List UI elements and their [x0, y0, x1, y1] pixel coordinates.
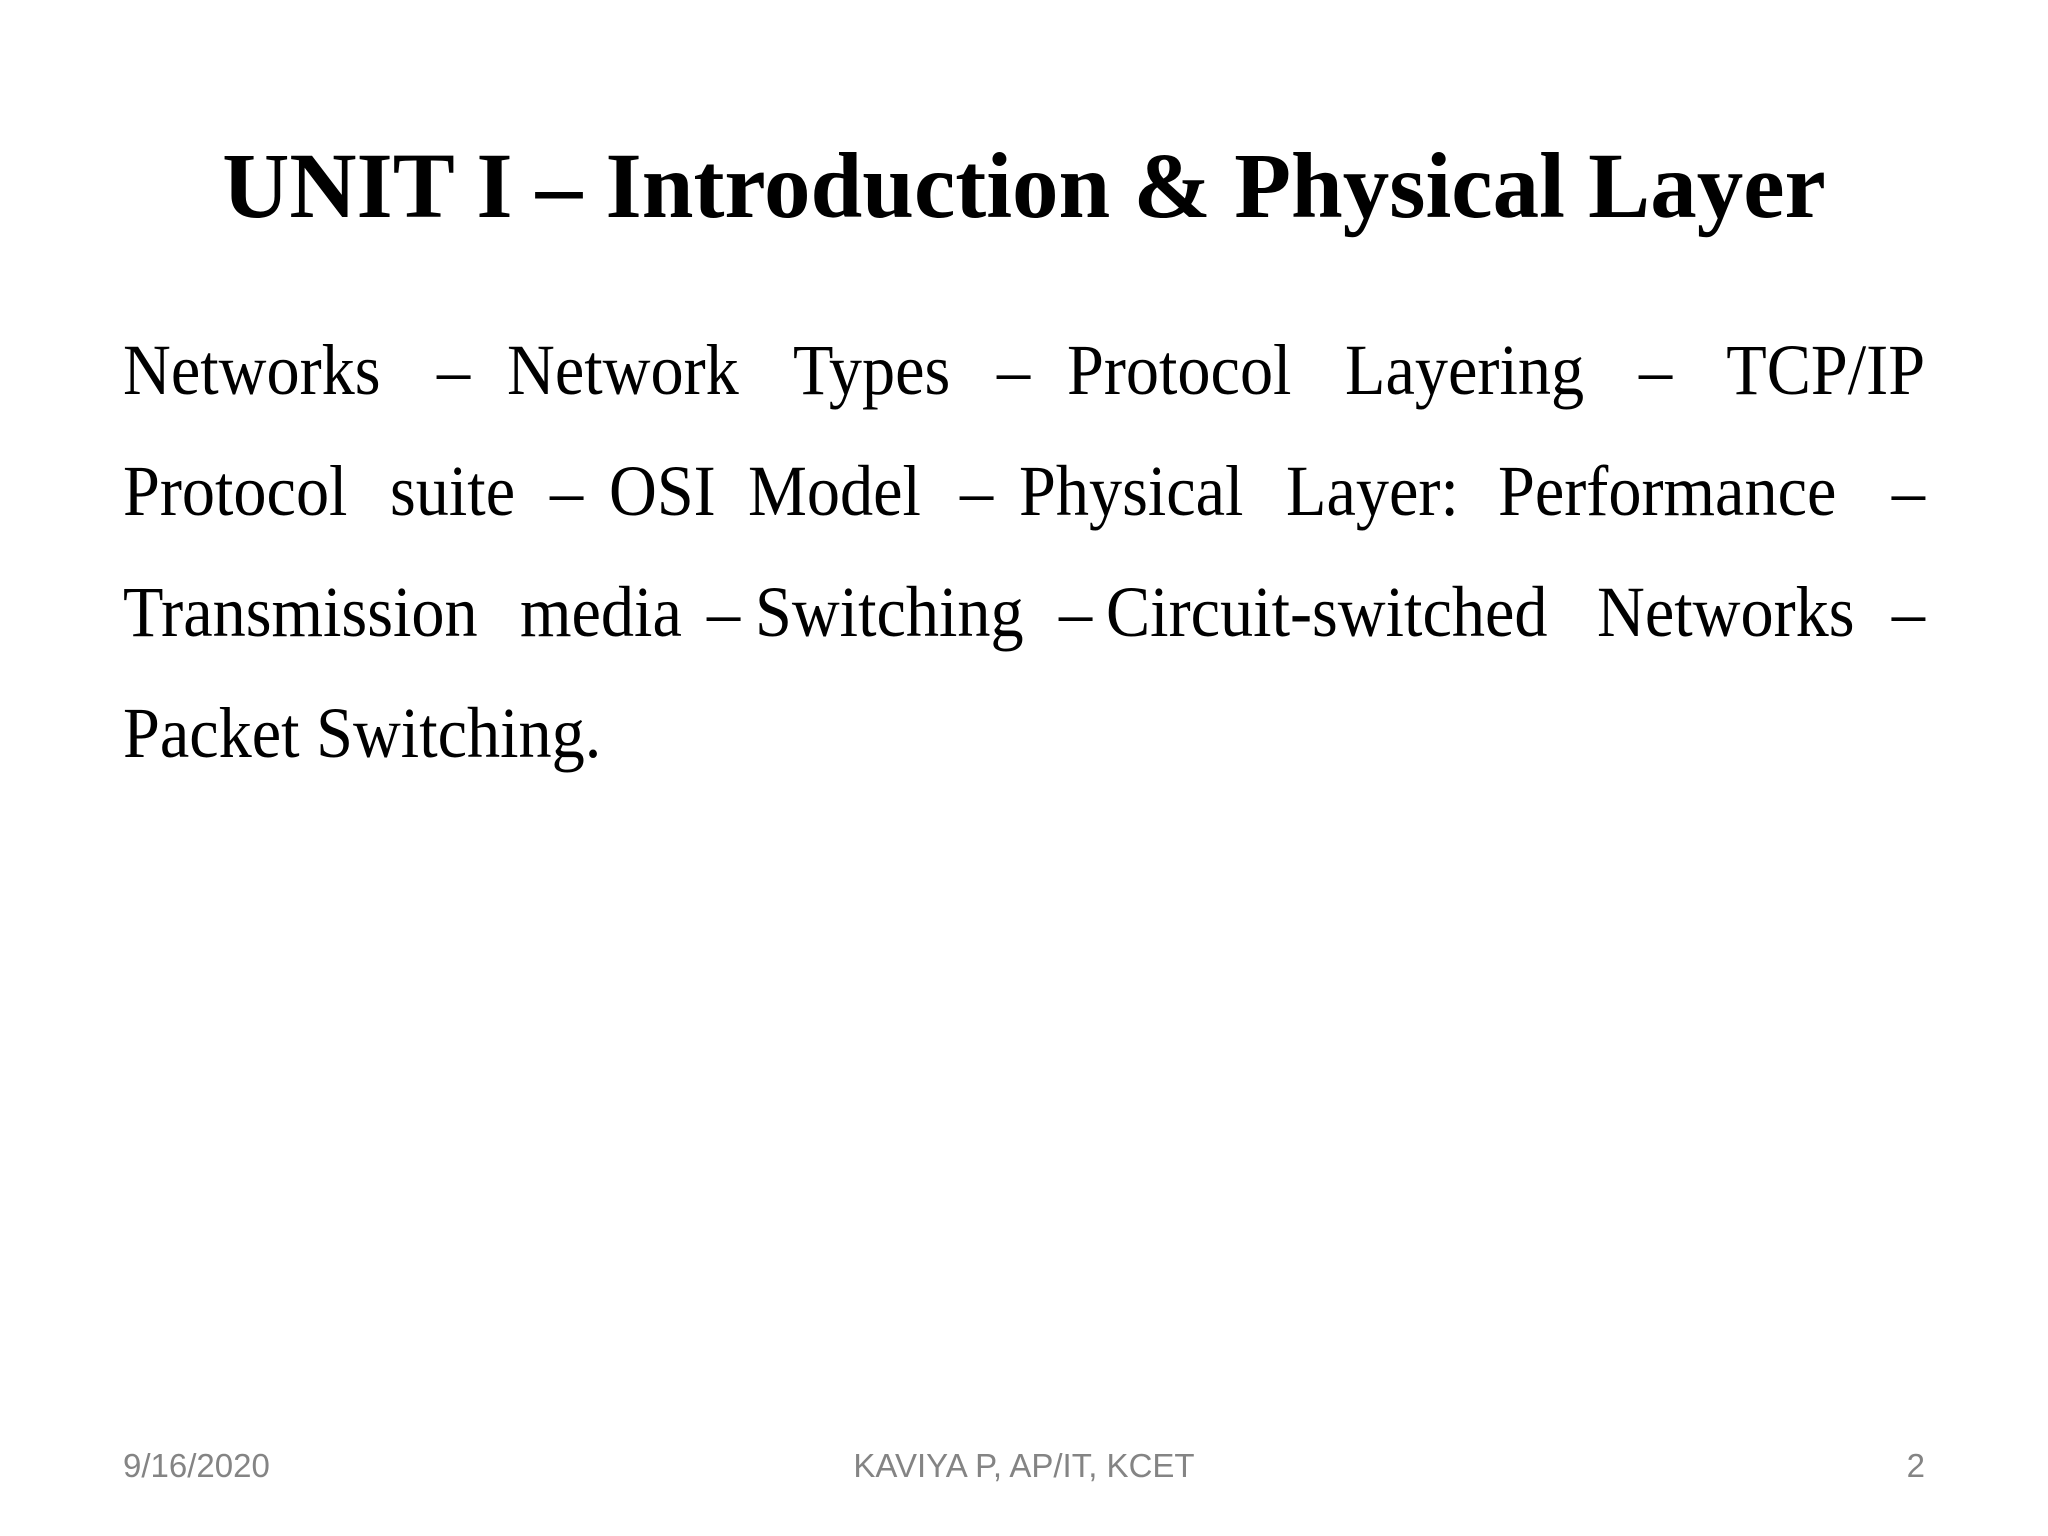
footer-author: KAVIYA P, AP/IT, KCET — [853, 1447, 1195, 1484]
body-word: media — [519, 572, 682, 652]
footer-date: 9/16/2020 — [123, 1447, 270, 1484]
body-word: Performance — [1497, 451, 1837, 531]
body-word: OSI — [609, 451, 716, 531]
body-word: Protocol — [123, 451, 348, 531]
body-line: Packet Switching. — [123, 673, 1925, 794]
body-word: suite — [390, 451, 516, 531]
body-word: Physical — [1019, 451, 1244, 531]
body-word: TCP/IP — [1726, 330, 1925, 410]
body-word: – — [436, 330, 470, 410]
body-word: Packet Switching. — [123, 693, 602, 773]
body-word: Network — [506, 330, 739, 410]
slide-title: UNIT I – Introduction & Physical Layer — [222, 135, 1826, 238]
body-word: – — [959, 451, 993, 531]
body-word: – — [1638, 330, 1673, 410]
body-word: Types — [792, 330, 950, 410]
page-number: 2 — [1906, 1447, 1925, 1484]
body-word: – — [1891, 572, 1925, 652]
body-word: – — [1891, 451, 1925, 531]
body-word: Protocol — [1067, 330, 1292, 410]
body-word: Layer: — [1286, 451, 1460, 531]
body-word: – — [997, 330, 1031, 410]
body-word: – — [549, 451, 583, 531]
body-word: Circuit-switched — [1106, 572, 1548, 652]
body-word: Layering — [1345, 330, 1585, 410]
body-word: Switching — [754, 572, 1024, 652]
body-word: – — [1058, 572, 1092, 652]
body-word: Networks — [123, 330, 381, 410]
body-word: Transmission — [123, 572, 478, 652]
body-word: Model — [748, 451, 922, 531]
body-word: – — [707, 572, 741, 652]
body-word: Networks — [1597, 572, 1856, 652]
